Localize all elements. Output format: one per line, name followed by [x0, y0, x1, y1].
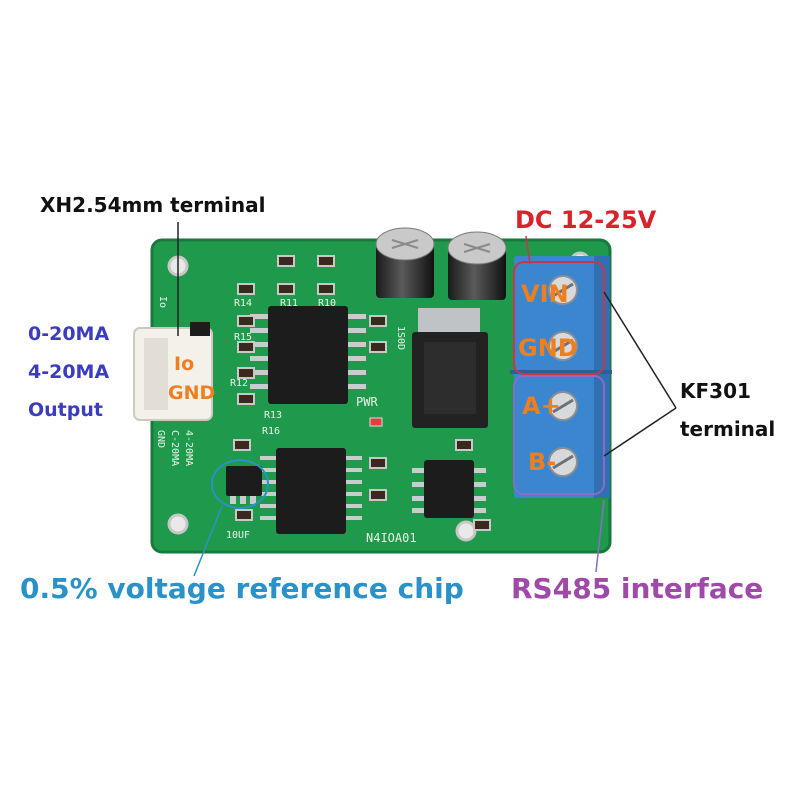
silk-10uf: 10UF [226, 530, 250, 541]
silk-r14: R14 [234, 298, 252, 309]
silkscreen: R14 R11 R10 R15 R12 R13 R16 PWR 10UF N4I… [155, 296, 417, 545]
kf301-label: KF301 [680, 379, 751, 403]
silk-r12: R12 [230, 378, 248, 389]
vref-chip-label: 0.5% voltage reference chip [20, 572, 464, 605]
capacitor-2 [447, 231, 507, 300]
xh254-connector [133, 322, 213, 421]
silk-pwr: PWR [356, 395, 378, 409]
pin-a-plus-label: A+ [522, 392, 561, 420]
output-label-output: Output [28, 399, 103, 421]
ic-rs485 [412, 460, 486, 518]
silk-io: Io [157, 296, 168, 308]
silk-range-1: C-20MA [169, 430, 180, 466]
pin-vin-label: VIN [521, 280, 569, 308]
pin-gnd-right-label: GND [518, 334, 578, 362]
silk-board-name: N4IOA01 [366, 531, 417, 545]
output-label-4-20ma: 4-20MA [28, 361, 110, 383]
kf301-terminal-label: terminal [680, 417, 776, 441]
silk-r16: R16 [262, 426, 280, 437]
leader-lines [177, 222, 677, 577]
silk-r11: R11 [280, 298, 298, 309]
ic-upper [250, 306, 366, 404]
pin-b-minus-label: B- [528, 448, 557, 476]
pwr-led [369, 417, 383, 427]
output-label-0-20ma: 0-20MA [28, 323, 110, 345]
capacitor-1 [375, 227, 435, 298]
silk-gnd: GND [155, 430, 166, 448]
output-label-group: 0-20MA 4-20MA Output [28, 315, 109, 429]
pin-gnd-left-label: GND [168, 382, 216, 404]
rs485-terminal-outline [513, 375, 605, 495]
silk-r13: R13 [264, 410, 282, 421]
rs485-interface-label: RS485 interface [511, 572, 764, 605]
ic-lower [260, 448, 362, 534]
voltage-regulator [412, 308, 488, 428]
silk-range-2: 4-20MA [183, 430, 194, 466]
power-terminal-outline [513, 261, 605, 375]
silk-regulator: 1S0D [395, 326, 406, 350]
pin-io-label: Io [174, 353, 195, 375]
smd-components [233, 255, 491, 531]
silk-r15: R15 [234, 332, 252, 343]
dc-supply-label: DC 12-25V [515, 206, 657, 234]
silk-r10: R10 [318, 298, 336, 309]
vref-highlight-circle [211, 459, 269, 509]
voltage-reference-chip [226, 466, 262, 504]
kf301-label-group: KF301 terminal [680, 372, 775, 448]
xh-terminal-label: XH2.54mm terminal [40, 193, 266, 217]
